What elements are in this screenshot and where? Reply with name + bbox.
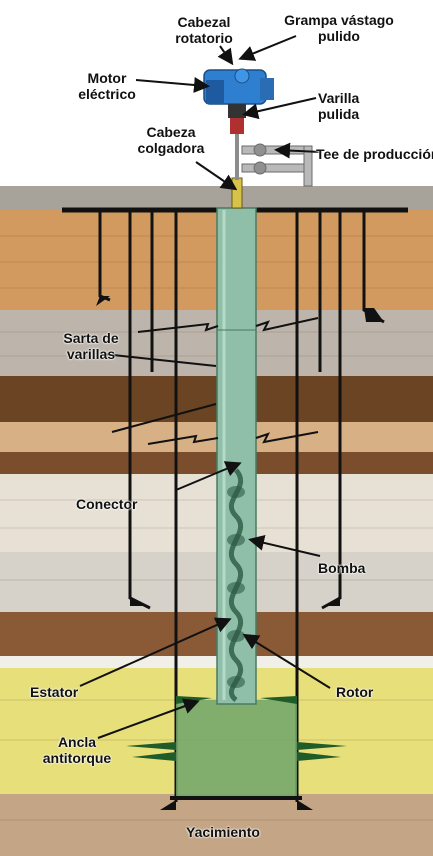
layer-base-reservoir [0, 794, 433, 856]
label-motor-electrico: Motor eléctrico [78, 70, 136, 102]
label-grampa-vastago: Grampa vástago pulido [284, 12, 394, 44]
label-bomba: Bomba [318, 560, 366, 576]
label-tee-produccion: Tee de producción [316, 146, 433, 162]
label-ancla-antitorque: Ancla antitorque [42, 734, 112, 766]
label-estator: Estator [30, 684, 79, 700]
anchor-block [176, 700, 297, 796]
surface-layer [0, 186, 433, 210]
label-sarta-varillas: Sarta de varillas [63, 330, 119, 362]
perforation-markers [170, 796, 302, 800]
label-yacimiento: Yacimiento [186, 824, 260, 840]
label-conector: Conector [76, 496, 138, 512]
rod-string-marks [137, 317, 319, 445]
motor-drive [203, 68, 274, 112]
casing-shoes [96, 296, 384, 810]
wellhead [228, 112, 246, 209]
label-varilla-pulida: Varilla pulida [318, 90, 360, 122]
leader-lines [79, 35, 331, 739]
label-rotor: Rotor [336, 684, 374, 700]
label-cabeza-colgadora: Cabeza colgadora [137, 124, 205, 156]
label-cabezal-rotatorio: Cabezal rotatorio [175, 14, 233, 46]
